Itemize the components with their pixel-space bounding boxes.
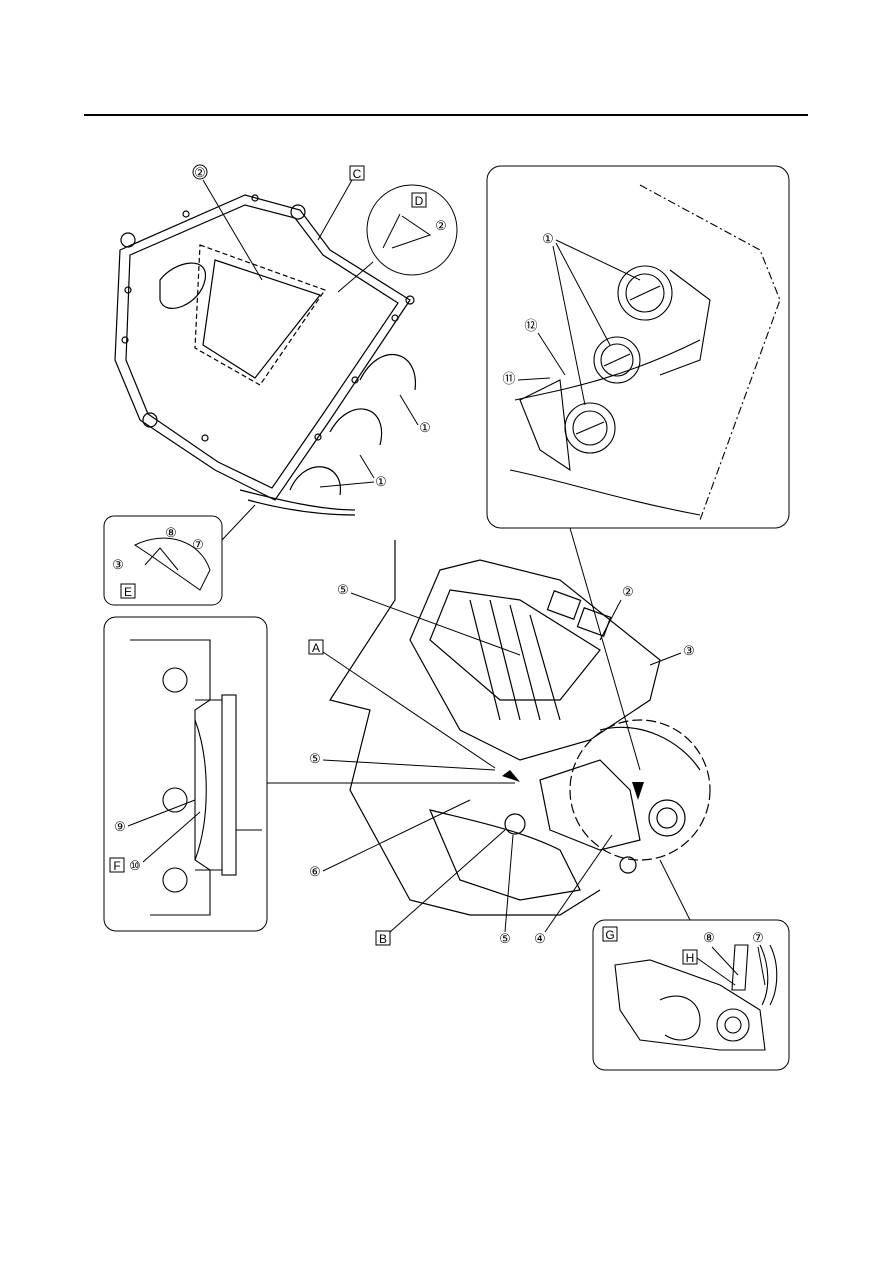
detail-f-panel: ⑨ F ⑩ bbox=[104, 617, 515, 931]
svg-text:⑪: ⑪ bbox=[502, 371, 515, 386]
svg-text:⑨: ⑨ bbox=[114, 819, 126, 834]
svg-text:⑧: ⑧ bbox=[703, 930, 715, 945]
callout-c6: ⑥ bbox=[309, 800, 470, 879]
main-airbox-assembly bbox=[330, 540, 710, 915]
svg-text:①: ① bbox=[419, 420, 431, 435]
svg-text:②: ② bbox=[435, 218, 447, 233]
svg-text:⑦: ⑦ bbox=[752, 930, 764, 945]
letter-a-box: A bbox=[309, 640, 495, 768]
callout-c1-lower: ① bbox=[320, 455, 387, 489]
svg-text:⑥: ⑥ bbox=[309, 864, 321, 879]
svg-text:F: F bbox=[113, 859, 120, 873]
exhaust-arrow bbox=[502, 770, 644, 800]
svg-text:⑤: ⑤ bbox=[337, 582, 349, 597]
callout-c5-top: ⑤ bbox=[337, 582, 520, 655]
svg-text:D: D bbox=[415, 194, 424, 208]
svg-text:⑧: ⑧ bbox=[165, 525, 177, 540]
svg-text:④: ④ bbox=[534, 931, 546, 946]
svg-text:⑦: ⑦ bbox=[192, 537, 204, 552]
svg-text:E: E bbox=[124, 585, 132, 599]
svg-text:H: H bbox=[686, 951, 695, 965]
throttle-body-panel: ① ⑫ ⑪ bbox=[487, 166, 789, 770]
detail-g-panel: G H ⑧ ⑦ bbox=[593, 860, 789, 1070]
letter-c-box: C bbox=[318, 166, 364, 240]
svg-text:②: ② bbox=[622, 584, 634, 599]
detail-e-box: ③ ⑧ ⑦ E bbox=[104, 505, 255, 605]
callout-c1-upper: ① bbox=[400, 395, 431, 435]
svg-text:C: C bbox=[353, 167, 362, 181]
svg-text:①: ① bbox=[375, 474, 387, 489]
svg-text:③: ③ bbox=[112, 557, 124, 572]
svg-text:G: G bbox=[605, 928, 614, 942]
svg-text:A: A bbox=[312, 641, 320, 655]
callout-c5-bottom: ⑤ bbox=[499, 835, 513, 946]
svg-text:⑤: ⑤ bbox=[309, 751, 321, 766]
svg-text:⑫: ⑫ bbox=[524, 318, 537, 333]
callout-c5-mid: ⑤ bbox=[309, 751, 495, 770]
svg-text:⑤: ⑤ bbox=[499, 931, 511, 946]
svg-text:①: ① bbox=[542, 231, 554, 246]
callout-c3-main: ③ bbox=[650, 643, 695, 665]
svg-text:B: B bbox=[379, 932, 387, 946]
svg-text:⑩: ⑩ bbox=[129, 858, 141, 873]
svg-text:③: ③ bbox=[683, 643, 695, 658]
svg-text:②: ② bbox=[194, 165, 206, 180]
